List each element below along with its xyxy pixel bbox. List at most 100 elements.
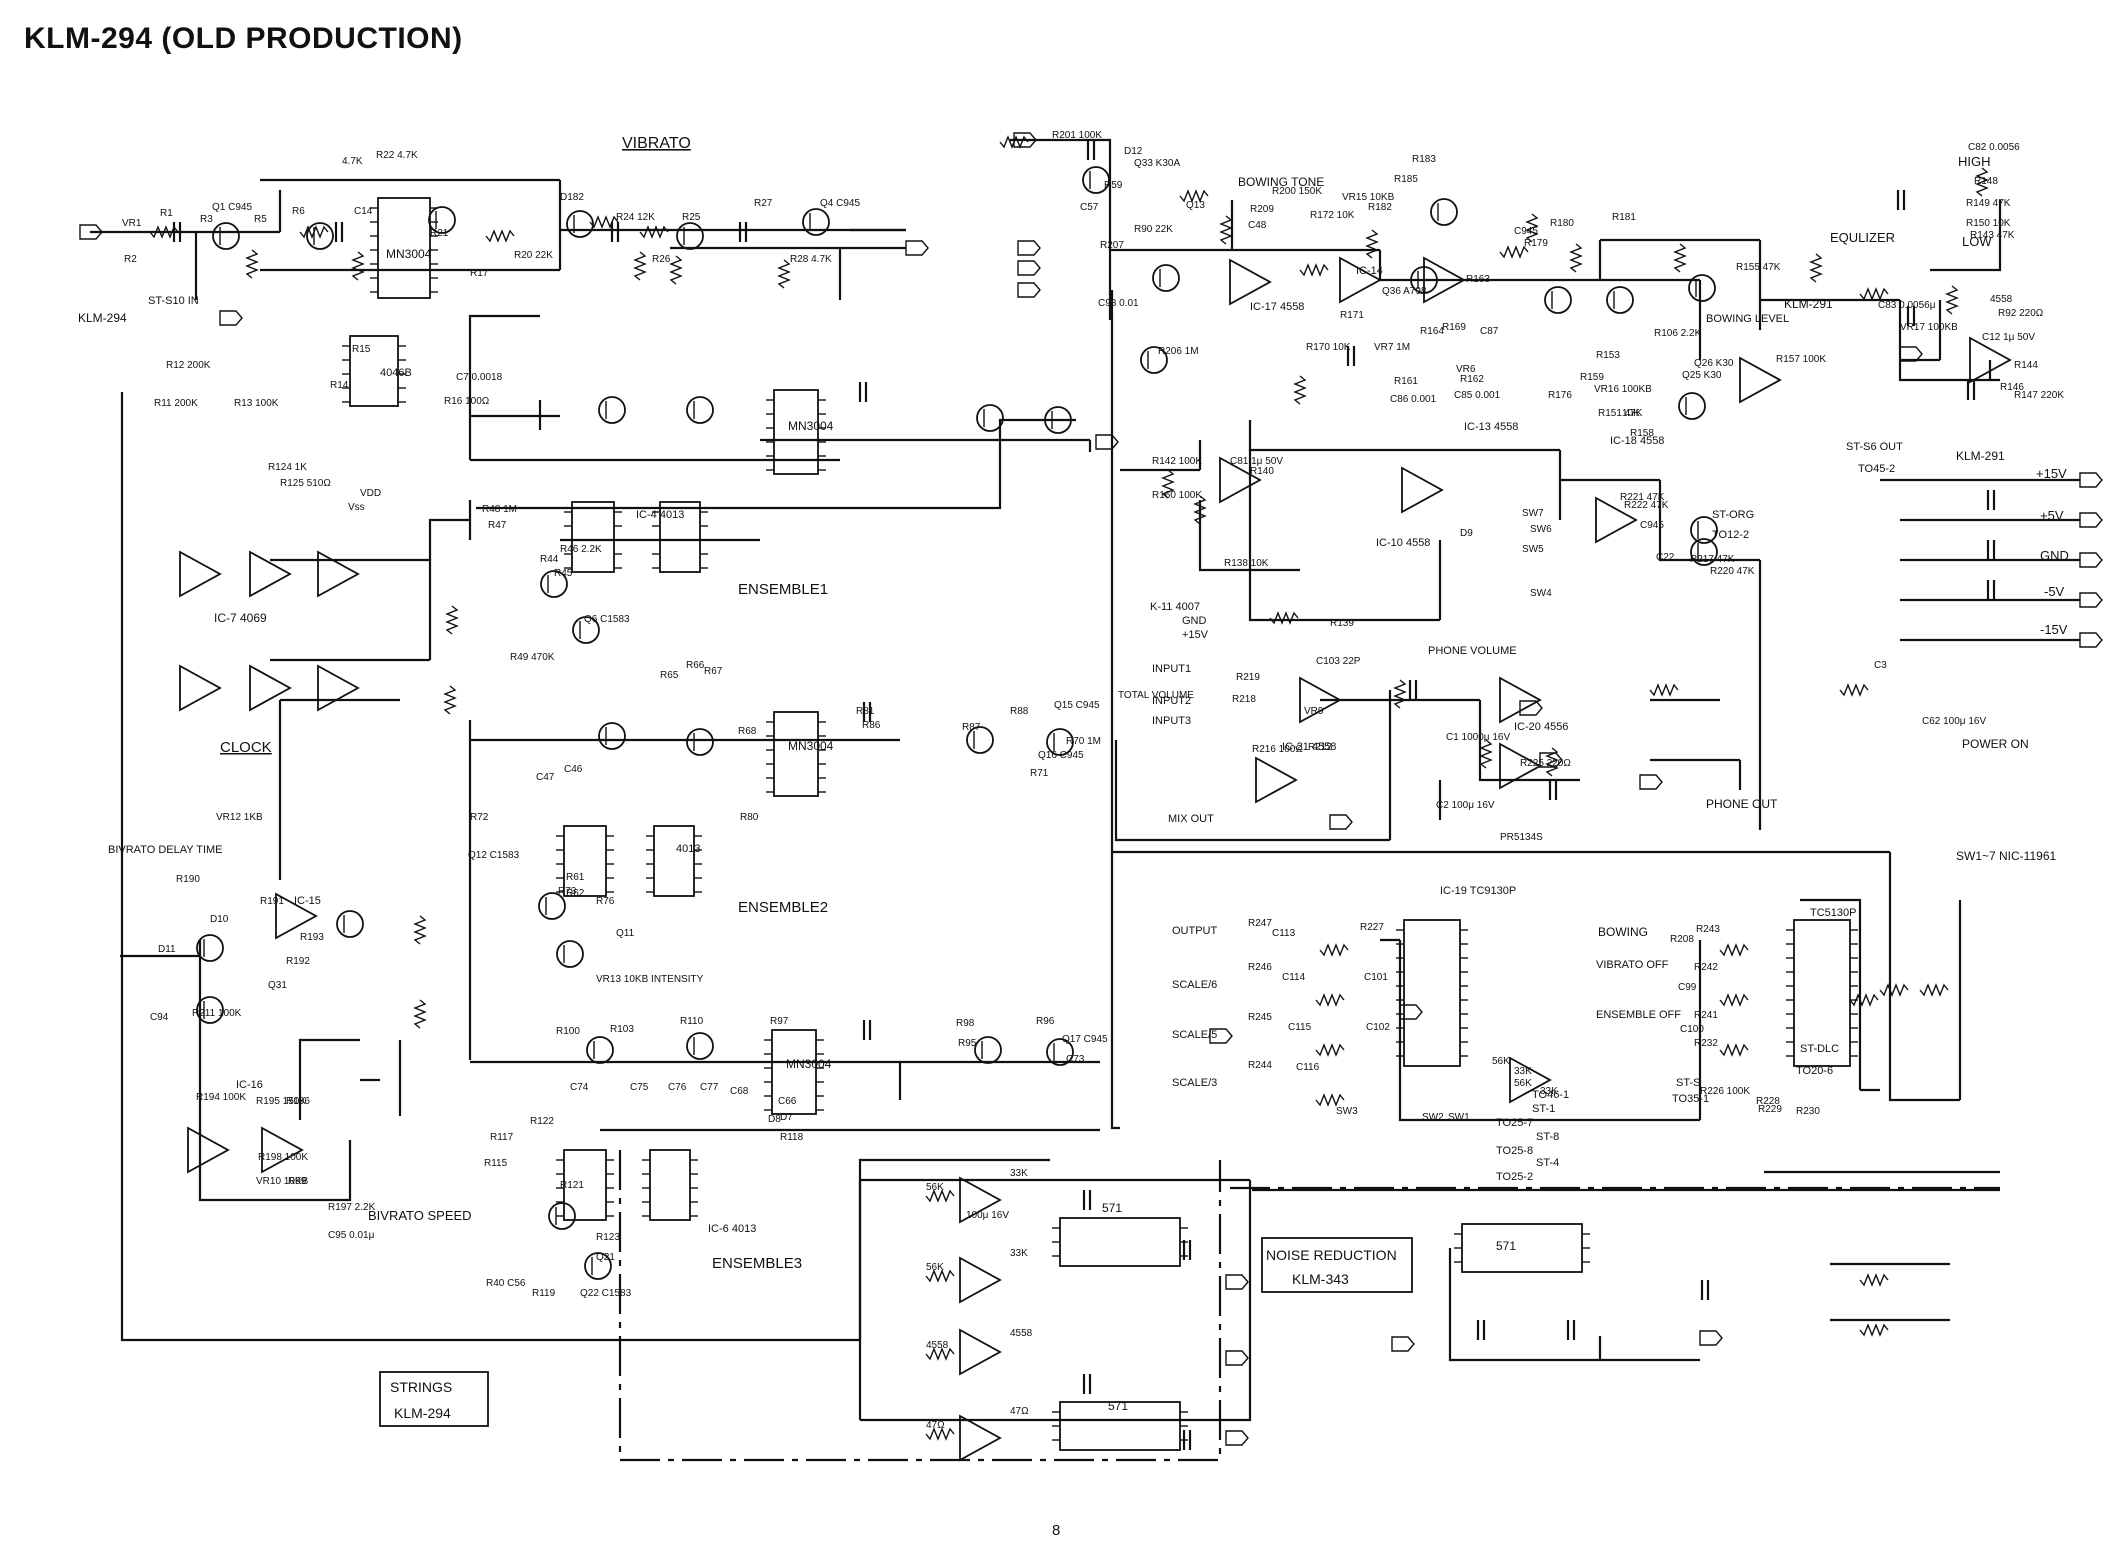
resistor bbox=[1719, 1043, 1749, 1057]
section-label-bowing-level: BOWING LEVEL bbox=[1706, 313, 1789, 325]
resistor bbox=[925, 1427, 955, 1441]
io-klm294-in: KLM-294 bbox=[78, 311, 127, 325]
resistor bbox=[1673, 243, 1687, 273]
resistor bbox=[1719, 993, 1749, 1007]
transistor bbox=[686, 728, 714, 756]
component-label: R208 bbox=[1670, 934, 1694, 945]
component-label: R66 bbox=[686, 660, 705, 671]
chip-571-b-label: 571 bbox=[1108, 1399, 1128, 1413]
circuit-wire bbox=[470, 400, 560, 430]
component-label: R92 220Ω bbox=[1998, 308, 2044, 319]
component-label: D8 bbox=[768, 1114, 781, 1125]
component-label: R118 bbox=[780, 1132, 804, 1143]
component-label: R216 100Ω bbox=[1252, 744, 1303, 755]
circuit-wire bbox=[1900, 200, 2002, 382]
transistor bbox=[212, 222, 240, 250]
component-label: R13 100K bbox=[234, 398, 279, 409]
component-label: 56K bbox=[1492, 1056, 1510, 1067]
resistor bbox=[1315, 1093, 1345, 1107]
ic17-label: IC-17 4558 bbox=[1250, 301, 1304, 313]
component-label: R48 1M bbox=[482, 504, 517, 515]
circuit-wire bbox=[260, 228, 906, 300]
circuit-wire bbox=[1880, 478, 2080, 642]
transistor bbox=[1410, 266, 1438, 294]
component-label: C115 bbox=[1288, 1022, 1312, 1033]
section-label-low: LOW bbox=[1962, 234, 1992, 249]
resistor bbox=[1525, 213, 1539, 243]
component-label: VR7 1M bbox=[1374, 342, 1410, 353]
section-label-vibrato: VIBRATO bbox=[622, 135, 691, 152]
component-label: R17 bbox=[470, 268, 489, 279]
transistor bbox=[586, 1036, 614, 1064]
circuit-wire bbox=[298, 1038, 380, 1120]
resistor bbox=[413, 915, 427, 945]
component-label: R221 47K bbox=[1620, 492, 1665, 503]
connector-arrow bbox=[1017, 282, 1041, 298]
component-label: R6 bbox=[292, 206, 305, 217]
component-label: C74 bbox=[570, 1082, 589, 1093]
resistor bbox=[1859, 1273, 1889, 1287]
power-label-p15: +15V bbox=[2036, 466, 2067, 481]
circuit-wire bbox=[90, 178, 906, 300]
component-label: R222 47K bbox=[1624, 500, 1669, 511]
component-label: R97 bbox=[770, 1016, 789, 1027]
component-label: C116 bbox=[1296, 1062, 1320, 1073]
connector-arrow bbox=[1699, 1330, 1723, 1346]
io-st-org: ST-ORG bbox=[1712, 509, 1754, 521]
section-label-scale-3: SCALE/3 bbox=[1172, 1077, 1217, 1089]
component-label: R22 4.7K bbox=[376, 150, 418, 161]
component-label: R26 bbox=[652, 254, 671, 265]
circuit-wire bbox=[1248, 300, 1942, 520]
connector-arrow bbox=[79, 224, 103, 240]
io-k11-15v: +15V bbox=[1182, 629, 1209, 641]
transistor bbox=[336, 910, 364, 938]
component-label: VR10 10KB bbox=[256, 1176, 309, 1187]
component-label: C85 0.001 bbox=[1454, 390, 1501, 401]
resistor bbox=[1499, 245, 1529, 259]
io-st-s6-out: ST-S6 OUT bbox=[1846, 441, 1903, 453]
component-label: Q15 C945 bbox=[1054, 700, 1100, 711]
section-label-output: OUTPUT bbox=[1172, 925, 1218, 937]
component-label: VR16 100KB bbox=[1594, 384, 1652, 395]
ic-body bbox=[773, 711, 819, 797]
resistor bbox=[1879, 983, 1909, 997]
component-label: R212 bbox=[1308, 742, 1332, 753]
transistor bbox=[598, 396, 626, 424]
component-label: 33K bbox=[1514, 1066, 1532, 1077]
component-label: D182 bbox=[560, 192, 584, 203]
component-label: R62 bbox=[566, 888, 585, 899]
component-label: R151 47K bbox=[1598, 408, 1643, 419]
ic10-label: IC-10 4558 bbox=[1376, 537, 1430, 549]
transistor bbox=[196, 934, 224, 962]
component-label: R229 bbox=[1758, 1104, 1782, 1115]
section-label-total-volume: TOTAL VOLUME bbox=[1118, 690, 1194, 701]
section-label-phone-volume: PHONE VOLUME bbox=[1428, 645, 1517, 657]
component-label: R209 bbox=[1250, 204, 1274, 215]
io-klm291-in: KLM-291 bbox=[1784, 297, 1833, 311]
component-label: R122 bbox=[530, 1116, 554, 1127]
component-label: C12 1μ 50V bbox=[1982, 332, 2035, 343]
ic-body bbox=[773, 389, 819, 475]
io-st-4: ST-4 bbox=[1536, 1157, 1559, 1169]
component-label: R138 10K bbox=[1224, 558, 1269, 569]
transistor bbox=[1690, 538, 1718, 566]
component-label: C102 bbox=[1366, 1022, 1390, 1033]
resistor bbox=[777, 259, 791, 289]
component-label: R160 100K bbox=[1152, 490, 1202, 501]
component-label: Q31 bbox=[268, 980, 287, 991]
component-label: R163 bbox=[1466, 274, 1490, 285]
component-label: R2 bbox=[124, 254, 137, 265]
section-label-bivrato-delay: BIVRATO DELAY TIME bbox=[108, 844, 223, 856]
component-label: R158 bbox=[1630, 428, 1654, 439]
component-label: Q13 bbox=[1186, 200, 1205, 211]
component-label: R14 bbox=[330, 380, 349, 391]
component-label: R96 bbox=[1036, 1016, 1055, 1027]
component-label: C3 bbox=[1874, 660, 1887, 671]
ic-tc5130-label: TC5130P bbox=[1810, 907, 1856, 919]
component-label: R159 bbox=[1580, 372, 1604, 383]
resistor bbox=[1649, 683, 1679, 697]
opamp bbox=[317, 550, 360, 598]
component-label: C68 bbox=[730, 1086, 749, 1097]
